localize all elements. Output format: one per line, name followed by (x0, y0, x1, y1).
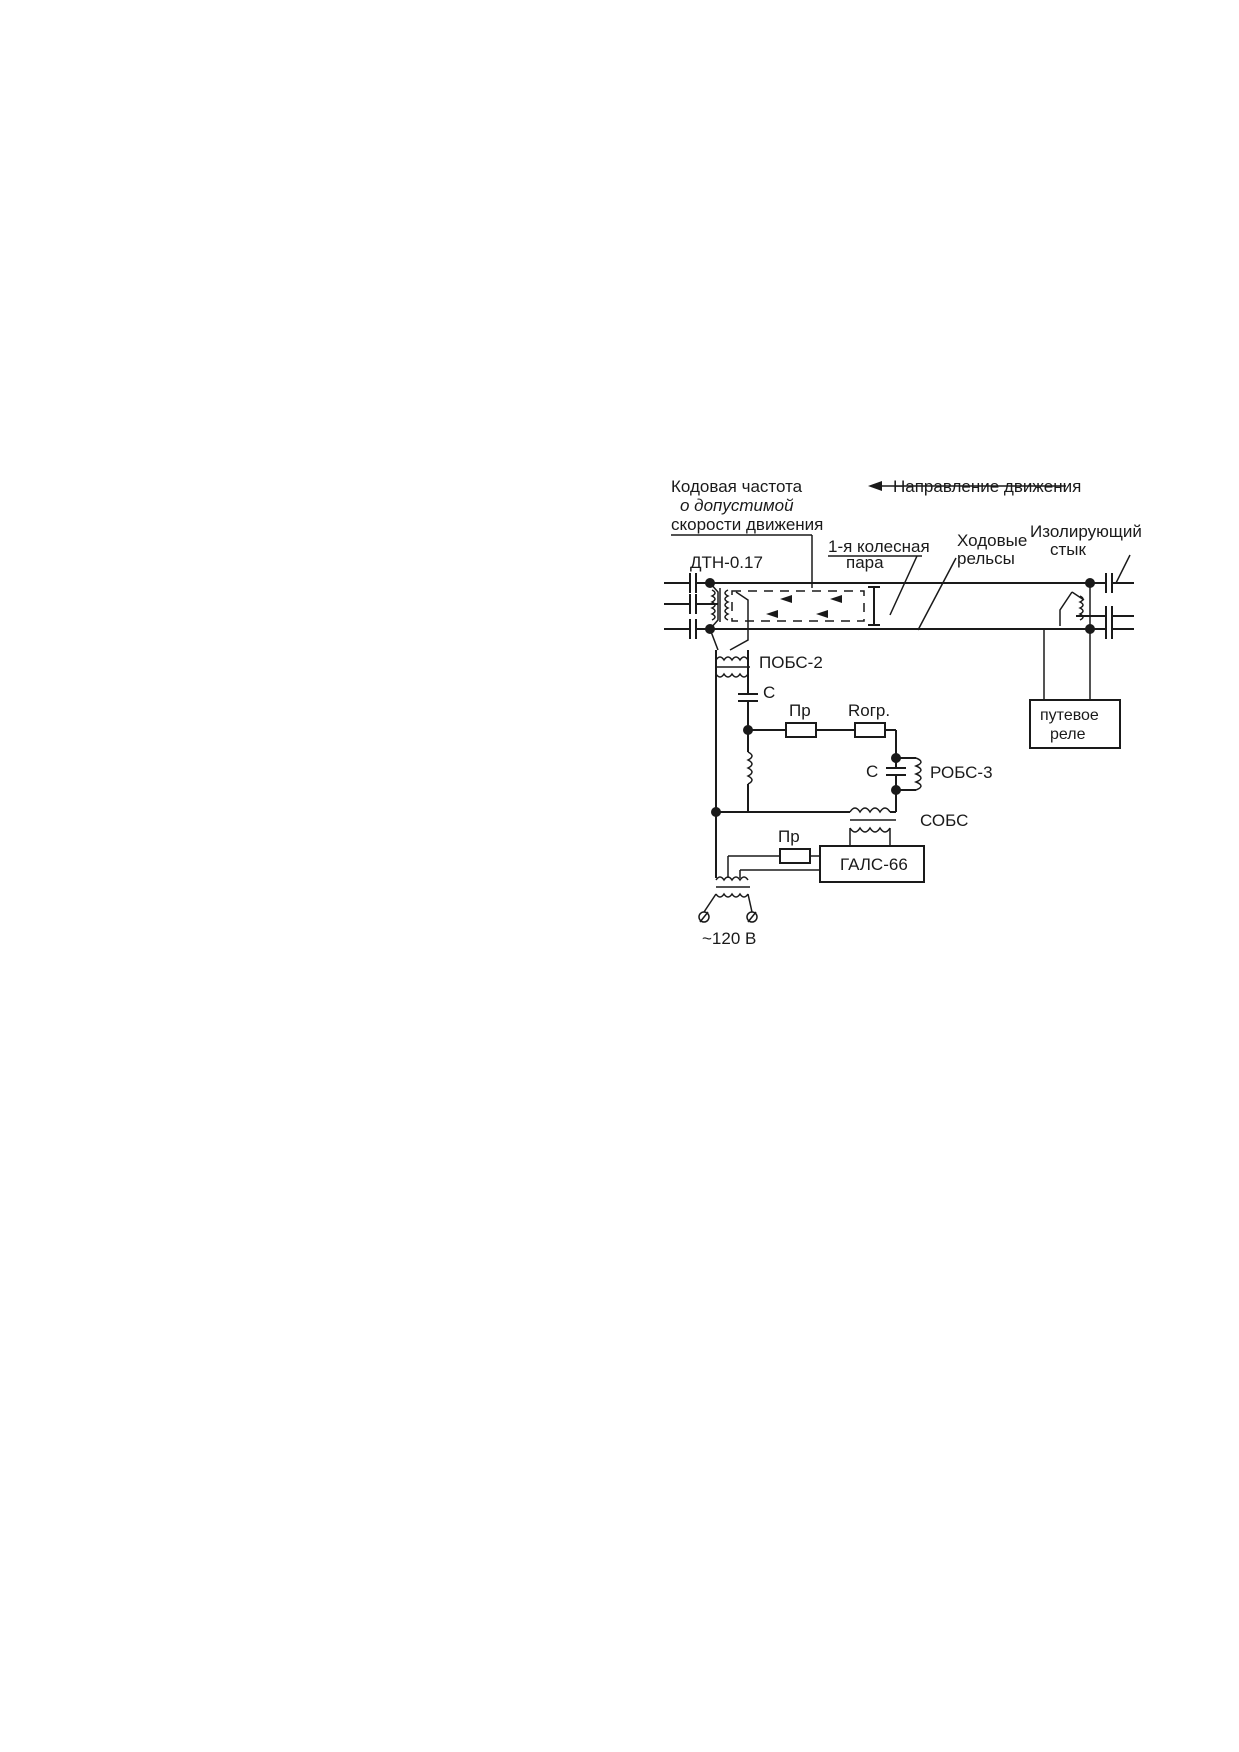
rails-leader (917, 557, 957, 631)
sobs-label: СОБС (920, 811, 968, 830)
gals-generator-box (819, 845, 925, 883)
track-relay-label-line2: реле (1050, 726, 1086, 743)
insulating-joint-label-line2: стык (1050, 540, 1087, 559)
junction-node-left (711, 807, 721, 817)
code-frequency-label-line2: о допустимой (680, 496, 794, 515)
robs-label: РОБС-3 (930, 763, 993, 782)
code-current-path (731, 590, 865, 622)
direction-arrow (868, 481, 1066, 491)
fuse-rlim-branch (748, 722, 897, 758)
wheelset-label-line1: 1-я колесная (828, 537, 930, 556)
fuse-bottom-label: Пр (778, 827, 800, 846)
dtn-choke-transformer-right (1043, 578, 1095, 700)
fuse-bottom-branch (727, 848, 820, 878)
capacitor-top (738, 674, 758, 730)
gals-label: ГАЛС-66 (840, 855, 908, 874)
rails-label-line2: рельсы (957, 549, 1015, 568)
code-frequency-label-line1: Кодовая частота (671, 477, 803, 496)
dtn-label: ДТН-0.17 (690, 553, 763, 572)
rails-label-line1: Ходовые (957, 531, 1027, 550)
dtn-choke-transformer (705, 578, 749, 651)
left-feed-wires (715, 650, 750, 878)
wheelset-leader (889, 555, 918, 616)
pobs-label: ПОБС-2 (759, 653, 823, 672)
insulating-joint-label-line1: Изолирующий (1030, 522, 1142, 541)
rlim-label: Rогр. (848, 701, 890, 720)
rail-bottom (664, 619, 1134, 639)
first-wheelset (868, 586, 880, 626)
joint-leader (1115, 554, 1131, 584)
capacitor-mid-label: С (866, 762, 878, 781)
robs-resonant-circuit (886, 753, 922, 812)
direction-label: Направление движения (893, 477, 1081, 496)
capacitor-top-label: С (763, 683, 775, 702)
track-relay-box (1029, 699, 1121, 749)
track-relay-label-line1: путевое (1040, 707, 1099, 724)
rail-middle (664, 594, 1134, 626)
code-frequency-label-line3: скорости движения (671, 515, 823, 534)
rail-top (664, 573, 1134, 593)
supply-voltage-label: ~120 В (702, 929, 756, 948)
sobs-transformer (716, 807, 896, 846)
left-inductor (746, 730, 753, 812)
fuse-top-label: Пр (789, 701, 811, 720)
wheelset-label-line2: пара (846, 553, 884, 572)
supply-transformer (698, 876, 758, 923)
